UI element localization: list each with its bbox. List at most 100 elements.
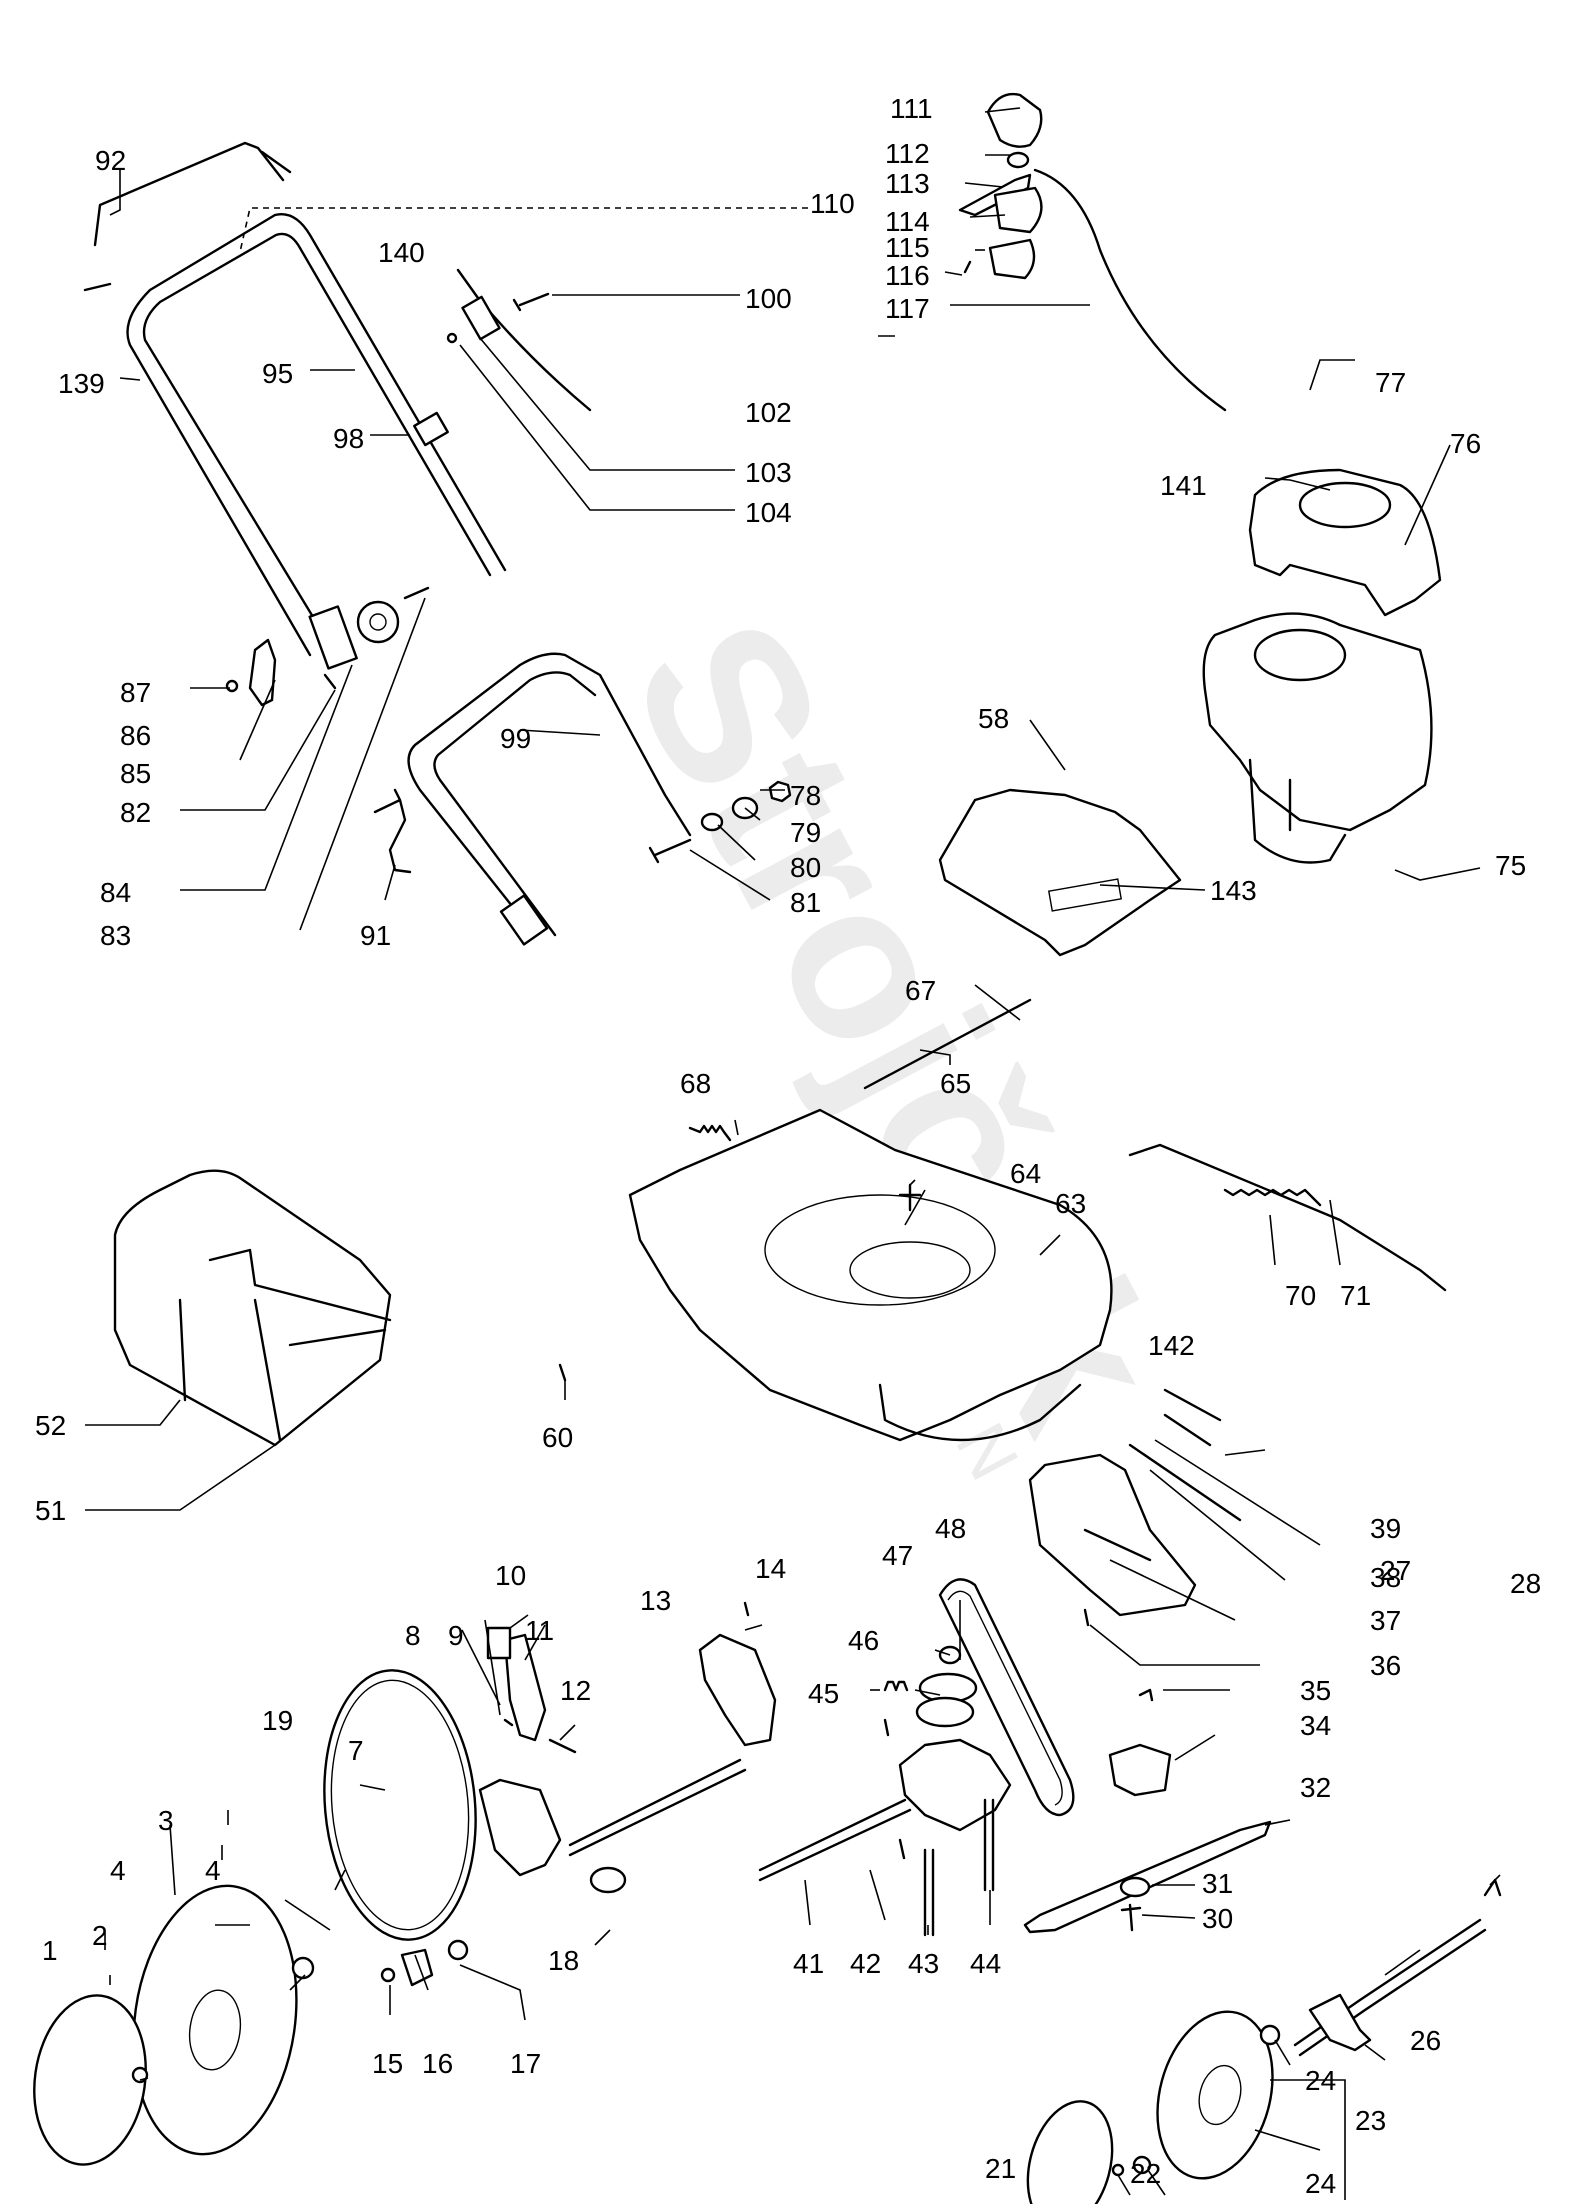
part-70-spring: [1223, 1188, 1322, 1207]
part-17-bearing: [447, 1939, 469, 1961]
label-104: 104: [745, 497, 792, 528]
label-24b: 24: [1305, 2168, 1336, 2199]
part-7-gear-ring-inner: [330, 1679, 470, 1931]
part-30-bolt: [1120, 1903, 1142, 1932]
part-35-key: [1138, 1688, 1154, 1702]
label-80: 80: [790, 852, 821, 883]
label-100: 100: [745, 283, 792, 314]
part-7-gear-ring: [323, 1669, 477, 1941]
label-44: 44: [970, 1948, 1001, 1979]
part-83-wheel: [356, 600, 400, 644]
label-65: 65: [940, 1068, 971, 1099]
label-76: 76: [1450, 428, 1481, 459]
part-81-bolt: [648, 838, 692, 864]
label-68: 68: [680, 1068, 711, 1099]
label-41: 41: [793, 1948, 824, 1979]
part-gearbox: [898, 1738, 1012, 1832]
part-51-frame: [178, 1248, 392, 1442]
label-45: 45: [808, 1678, 839, 1709]
label-24a: 24: [1305, 2065, 1336, 2096]
part-44-shaft: [983, 1798, 995, 1892]
label-117: 117: [885, 293, 930, 324]
part-86-gear: [248, 638, 277, 707]
label-102: 102: [745, 397, 792, 428]
part-75-engine-top: [1253, 628, 1347, 682]
part-91-bracket: [373, 788, 412, 874]
part-104-screw: [446, 332, 458, 344]
part-3-front-wheel-hub: [188, 1989, 242, 2071]
label-13: 13: [640, 1585, 671, 1616]
label-112: 112: [885, 138, 930, 169]
label-103: 103: [745, 457, 792, 488]
part-60-screw: [558, 1363, 567, 1382]
part-38-hinge: [1083, 1528, 1152, 1562]
label-28: 28: [1510, 1568, 1541, 1599]
part-23-rear-wheel: [1156, 2010, 1274, 2180]
part-112-washer: [1006, 151, 1030, 169]
part-99-lower-handle-end: [499, 894, 549, 946]
label-84: 84: [100, 877, 131, 908]
label-16: 16: [422, 2048, 453, 2079]
label-46: 46: [848, 1625, 879, 1656]
part-42-pin: [898, 1838, 906, 1860]
part-labels: 1 2 3 4 4 7 8 9 10 11 12 13 14 15 16 17 …: [35, 93, 1541, 2199]
part-71-rod: [1128, 1143, 1447, 1292]
part-23-rear-wheel-hub: [1198, 2064, 1242, 2126]
label-36: 36: [1370, 1650, 1401, 1681]
part-65-fitting: [898, 1183, 922, 1212]
label-30: 30: [1202, 1903, 1233, 1934]
part-39-flap: [1028, 1453, 1197, 1617]
label-37: 37: [1370, 1605, 1401, 1636]
part-24-bearing-2: [1132, 2155, 1152, 2175]
label-67: 67: [905, 975, 936, 1006]
label-64: 64: [1010, 1158, 1041, 1189]
part-46-pulley-2: [915, 1696, 975, 1728]
label-141: 141: [1160, 470, 1207, 501]
label-83: 83: [100, 920, 131, 951]
part-31-washer: [1119, 1876, 1151, 1898]
label-92: 92: [95, 145, 126, 176]
label-4a: 4: [110, 1855, 126, 1886]
part-76-engine-cover: [1248, 468, 1442, 617]
label-38: 38: [1370, 1562, 1401, 1593]
part-103-clamp: [461, 295, 501, 341]
label-110: 110: [810, 188, 855, 219]
part-18-bushing: [589, 1866, 627, 1894]
part-114-plate: [993, 186, 1043, 234]
label-142: 142: [1148, 1330, 1195, 1361]
label-82: 82: [120, 797, 151, 828]
label-63: 63: [1055, 1188, 1086, 1219]
label-22: 22: [1130, 2158, 1161, 2189]
label-143: 143: [1210, 875, 1257, 906]
part-bracket-front: [478, 1778, 562, 1877]
label-91: 91: [360, 920, 391, 951]
part-63-deck-front: [878, 1383, 1082, 1442]
label-86: 86: [120, 720, 151, 751]
label-14: 14: [755, 1553, 786, 1584]
label-31: 31: [1202, 1868, 1233, 1899]
label-42: 42: [850, 1948, 881, 1979]
label-48: 48: [935, 1513, 966, 1544]
label-139: 139: [58, 368, 105, 399]
label-10: 10: [495, 1560, 526, 1591]
part-116-pin: [963, 260, 972, 274]
part-10-plate: [486, 1626, 512, 1660]
part-64-shaft-hole: [849, 1241, 971, 1299]
part-27-rear-axle: [1293, 1918, 1487, 2057]
label-1: 1: [42, 1935, 58, 1966]
label-15: 15: [372, 2048, 403, 2079]
label-113: 113: [885, 168, 930, 199]
part-98-clip: [413, 411, 449, 447]
part-58-rear-cover: [938, 788, 1182, 957]
part-142-strip: [1163, 1388, 1222, 1447]
part-11-bracket: [503, 1633, 547, 1742]
label-60: 60: [542, 1422, 573, 1453]
part-9-screw: [503, 1718, 514, 1727]
part-48-belt: [938, 1578, 1075, 1817]
label-11: 11: [525, 1615, 554, 1646]
part-22-washer: [1111, 2163, 1125, 2177]
part-83-wheel-hub: [369, 613, 387, 631]
part-4-bearing: [291, 1956, 315, 1980]
label-7: 7: [348, 1735, 364, 1766]
